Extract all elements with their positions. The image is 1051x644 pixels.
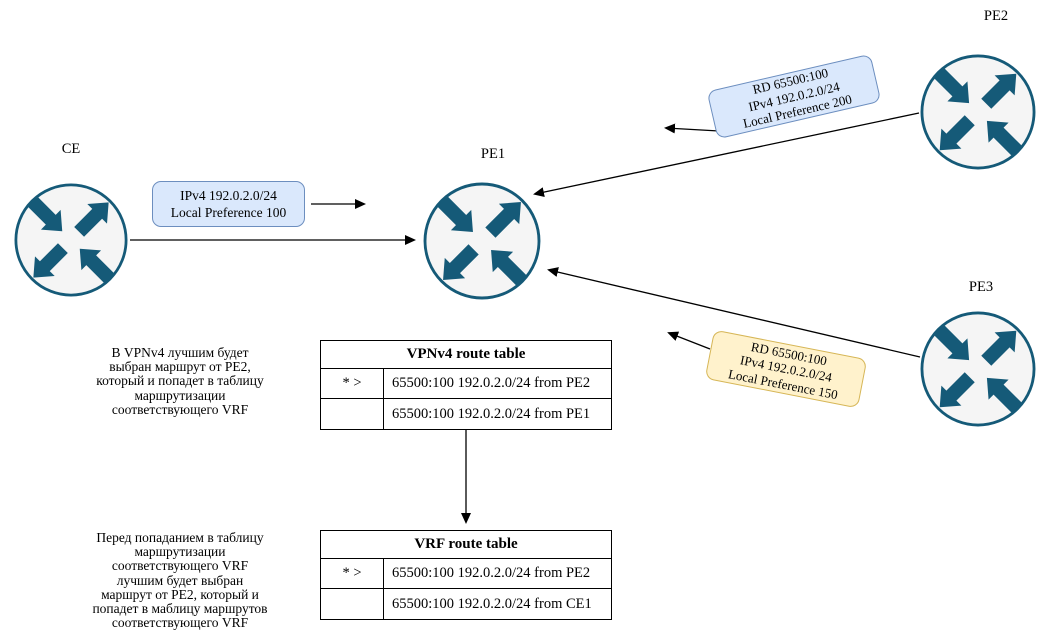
arrow-pe3-advert bbox=[667, 331, 711, 350]
router-pe3 bbox=[919, 310, 1037, 428]
vpnv4-table-title: VPNv4 route table bbox=[321, 341, 611, 369]
router-pe2-label: PE2 bbox=[983, 8, 1009, 24]
router-pe1 bbox=[422, 181, 542, 301]
vrf-table-title: VRF route table bbox=[321, 531, 611, 559]
vrf-row2-selector bbox=[321, 589, 384, 619]
arrow-pe2-advert bbox=[664, 123, 720, 134]
vrf-row1-route: 65500:100 192.0.2.0/24 from PE2 bbox=[384, 559, 611, 589]
vpnv4-row1-selector: * > bbox=[321, 369, 384, 399]
router-icon bbox=[422, 181, 542, 301]
router-icon bbox=[13, 182, 129, 298]
router-ce bbox=[13, 182, 129, 298]
router-ce-label: CE bbox=[61, 141, 81, 157]
vrf-row2-route: 65500:100 192.0.2.0/24 from CE1 bbox=[392, 595, 592, 612]
vpnv4-row2-selector bbox=[321, 399, 384, 429]
router-pe2 bbox=[919, 53, 1037, 171]
vrf-row1-selector: * > bbox=[321, 559, 384, 589]
router-pe3-label: PE3 bbox=[968, 279, 994, 295]
router-pe1-label: PE1 bbox=[480, 146, 506, 162]
vrf-route-table: VRF route table * > 65500:100 192.0.2.0/… bbox=[320, 530, 612, 620]
vpnv4-row1-route: 65500:100 192.0.2.0/24 from PE2 bbox=[384, 369, 611, 399]
router-icon bbox=[919, 310, 1037, 428]
vpnv4-route-table: VPNv4 route table * > 65500:100 192.0.2.… bbox=[320, 340, 612, 430]
vpnv4-row2-route: 65500:100 192.0.2.0/24 from PE1 bbox=[392, 405, 591, 422]
router-icon bbox=[919, 53, 1037, 171]
